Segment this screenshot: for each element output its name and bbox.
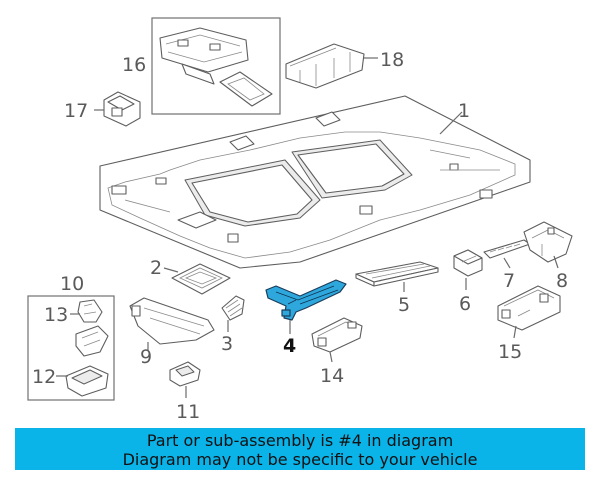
- callout-11: 11: [176, 401, 200, 423]
- callout-1: 1: [458, 100, 470, 122]
- part-2-pad: [171, 263, 231, 295]
- part-11-cap: [169, 361, 201, 387]
- callout-12: 12: [32, 366, 56, 388]
- callout-8: 8: [556, 270, 568, 292]
- parts-diagram: 1 2 3 4 5 6 7 8 9 10 11 12 13 14 15 16 1…: [27, 17, 573, 423]
- part-18-bracket: [285, 43, 365, 89]
- part-4-bracket-highlighted: [265, 279, 347, 321]
- part-16-lens: [219, 71, 273, 107]
- part-15-bracket: [497, 285, 561, 331]
- callout-2: 2: [150, 257, 162, 279]
- inset-box-10: [27, 295, 115, 401]
- part-5-rail: [355, 261, 439, 287]
- callout-10: 10: [60, 273, 84, 295]
- part-17-clip: [103, 91, 141, 127]
- inset-box-16: [151, 17, 281, 115]
- banner-line-1: Part or sub-assembly is #4 in diagram: [146, 431, 454, 450]
- callout-17: 17: [64, 100, 88, 122]
- part-7-trim: [483, 239, 531, 259]
- part-8-bracket: [523, 221, 573, 263]
- part-12-base: [65, 365, 109, 397]
- banner-line-2: Diagram may not be specific to your vehi…: [122, 450, 478, 469]
- part-13-clip: [77, 299, 103, 323]
- part-14-bracket: [311, 317, 363, 353]
- callout-14: 14: [320, 365, 344, 387]
- callout-15: 15: [498, 341, 522, 363]
- callout-13: 13: [44, 304, 68, 326]
- callout-7: 7: [503, 270, 515, 292]
- part-16-dome-light: [159, 27, 249, 85]
- part-9-sun-visor: [129, 297, 215, 345]
- callout-16: 16: [122, 54, 146, 76]
- part-6-clip: [453, 249, 483, 277]
- callout-18: 18: [380, 49, 404, 71]
- info-banner: Part or sub-assembly is #4 in diagram Di…: [15, 428, 585, 470]
- part-3-handle-clip: [221, 295, 245, 321]
- callout-4: 4: [283, 335, 296, 357]
- callout-9: 9: [140, 346, 152, 368]
- part-10-holder: [75, 325, 109, 357]
- part-1-headliner: [99, 95, 531, 269]
- callout-6: 6: [459, 293, 471, 315]
- callout-3: 3: [221, 333, 233, 355]
- callout-5: 5: [398, 294, 410, 316]
